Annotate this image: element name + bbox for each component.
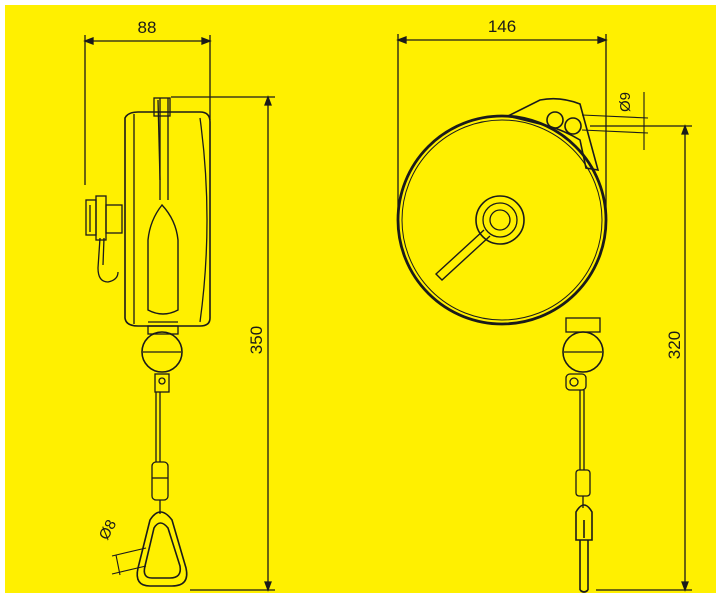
side-mounting-bolt — [85, 195, 123, 283]
side-swivel — [154, 373, 170, 462]
front-swivel — [565, 373, 587, 470]
front-height-label: 320 — [665, 331, 684, 359]
front-carabiner — [575, 504, 593, 593]
front-width-dimension — [396, 34, 608, 220]
side-ball-stopper — [141, 325, 183, 373]
front-drum — [396, 114, 608, 326]
front-mounting-lug — [505, 97, 600, 171]
side-hook-dimension — [111, 547, 147, 576]
yellow-background-panel — [5, 5, 716, 593]
front-height-dimension — [590, 124, 692, 592]
front-hole-dimension — [581, 92, 649, 150]
front-ball-stopper — [562, 317, 604, 373]
front-cable-crimp — [575, 469, 591, 508]
side-width-label: 88 — [138, 18, 157, 37]
side-housing — [124, 97, 211, 327]
side-height-dimension — [171, 95, 275, 592]
front-view — [396, 34, 692, 593]
front-hole-dimension-label: Ø9 — [617, 92, 634, 112]
side-height-label: 350 — [247, 326, 266, 354]
side-carabiner — [136, 511, 188, 587]
side-width-dimension — [83, 35, 212, 185]
front-width-label: 146 — [488, 17, 516, 36]
side-view — [83, 35, 275, 592]
